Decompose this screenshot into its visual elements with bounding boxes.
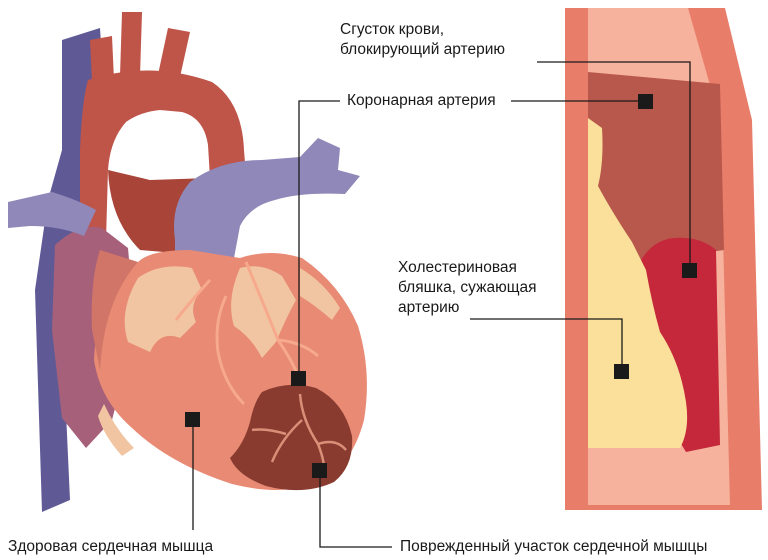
artery-cross-section xyxy=(565,8,762,510)
marker-clot xyxy=(682,263,697,278)
label-damaged-area-text: Поврежденный участок сердечной мышцы xyxy=(400,537,707,557)
marker-damaged xyxy=(312,463,327,478)
label-blood-clot-line2: блокирующий артерию xyxy=(340,40,505,60)
label-plaque-line1: Холестериновая xyxy=(398,258,536,278)
label-healthy-muscle: Здоровая сердечная мышца xyxy=(8,537,213,557)
marker-plaque xyxy=(614,364,629,379)
label-cholesterol-plaque: Холестериновая бляшка, сужающая артерию xyxy=(398,258,536,318)
label-damaged-area: Поврежденный участок сердечной мышцы xyxy=(400,537,707,557)
marker-healthy xyxy=(185,412,200,427)
label-healthy-muscle-text: Здоровая сердечная мышца xyxy=(8,537,213,557)
label-plaque-line2: бляшка, сужающая xyxy=(398,278,536,298)
label-coronary-artery-text: Коронарная артерия xyxy=(347,91,496,111)
marker-coronary xyxy=(291,371,306,386)
label-plaque-line3: артерию xyxy=(398,298,536,318)
label-coronary-artery: Коронарная артерия xyxy=(347,91,496,111)
label-blood-clot-line1: Сгусток крови, xyxy=(340,20,505,40)
marker-clot-area xyxy=(638,94,653,109)
heart-illustration xyxy=(8,12,367,512)
label-blood-clot: Сгусток крови, блокирующий артерию xyxy=(340,20,505,60)
